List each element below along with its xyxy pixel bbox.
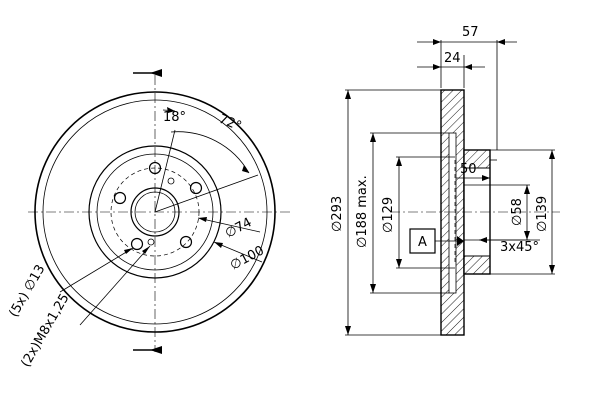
diameter-symbol: ∅ — [535, 221, 550, 232]
diameter-symbol: ∅ — [510, 215, 525, 226]
dim-58-value: 58 — [510, 198, 525, 215]
diameter-symbol: ∅ — [355, 237, 370, 248]
leader-thread — [79, 245, 151, 326]
hub-flange-top — [463, 149, 491, 169]
dia-74-label: ∅74 — [223, 215, 255, 241]
datum-triangle — [457, 236, 464, 246]
dim-arrow — [497, 39, 505, 45]
thread-hole — [167, 177, 175, 185]
dim-24-label: 24 — [444, 51, 461, 66]
dim-188-value: 188 max. — [355, 175, 370, 236]
dim-arrow — [370, 284, 376, 293]
dim-188-label: ∅188 max. — [355, 175, 370, 248]
leader-arrow — [142, 246, 150, 254]
leader-bolt-hole — [59, 247, 134, 293]
dim-arrow — [464, 64, 472, 70]
thread-spec-value: M8x1,25 — [32, 291, 73, 347]
angle-line-72 — [154, 174, 259, 213]
section-arrow-bottom — [150, 346, 162, 354]
dim-129-value: 129 — [381, 197, 396, 222]
dim-arrow — [396, 259, 402, 268]
bolt-hole-dia-value: 13 — [27, 262, 48, 284]
angle-arrow — [242, 165, 249, 173]
bolt-hole — [189, 181, 203, 195]
angle-arc-72 — [170, 131, 250, 174]
leader-arrow — [214, 242, 223, 248]
dim-57-label: 57 — [462, 25, 479, 40]
leader-arrow — [198, 217, 207, 222]
datum-a-label: A — [418, 235, 427, 250]
thread-hole — [147, 238, 155, 246]
bolt-hole — [130, 237, 144, 251]
front-view: 18° 72° ∅74 ∅100 (5x)∅13 (2x)M8x1,25 — [6, 69, 290, 370]
leader-arrow — [124, 248, 133, 254]
dim-arrow — [433, 39, 441, 45]
dim-293-value: 293 — [330, 196, 345, 221]
bolt-hole — [179, 235, 193, 249]
dim-293-label: ∅293 — [330, 196, 345, 232]
diameter-symbol: ∅ — [381, 222, 396, 233]
angle-18-label: 18° — [163, 110, 186, 125]
dim-arrow — [345, 326, 351, 335]
dim-139-value: 139 — [535, 196, 550, 221]
leader-74 — [197, 217, 261, 233]
dim-arrow — [433, 64, 441, 70]
section-arrow-top — [150, 69, 162, 77]
dim-50-label: 50 — [460, 162, 477, 177]
dim-arrow — [524, 231, 530, 240]
dim-58-label: ∅58 — [510, 198, 525, 226]
chamfer-label: 3x45° — [500, 240, 539, 255]
side-view: 57 24 50 ∅293 ∅188 max. ∅129 — [330, 25, 560, 336]
hub-flange-bottom — [463, 255, 491, 275]
dim-129-label: ∅129 — [381, 197, 396, 233]
vent-channel — [448, 132, 457, 294]
dim-arrow — [370, 133, 376, 142]
bolt-holes-label: (5x)∅13 — [6, 262, 48, 320]
chamfer-arrow — [479, 237, 487, 243]
angle-arrow — [167, 107, 175, 113]
dim-arrow — [345, 90, 351, 99]
dim-arrow — [549, 150, 555, 159]
angle-line-18 — [154, 129, 176, 213]
bolt-hole — [113, 191, 127, 205]
diameter-symbol: ∅ — [330, 221, 345, 232]
dim-arrow — [524, 185, 530, 194]
dim-arrow — [396, 157, 402, 166]
dia-74-value: 74 — [233, 215, 255, 236]
dim-arrow — [482, 175, 490, 181]
dim-139-label: ∅139 — [535, 196, 550, 232]
dim-arrow — [549, 265, 555, 274]
bolt-holes-count: (5x) — [6, 290, 32, 320]
angle-72-label: 72° — [217, 112, 244, 135]
